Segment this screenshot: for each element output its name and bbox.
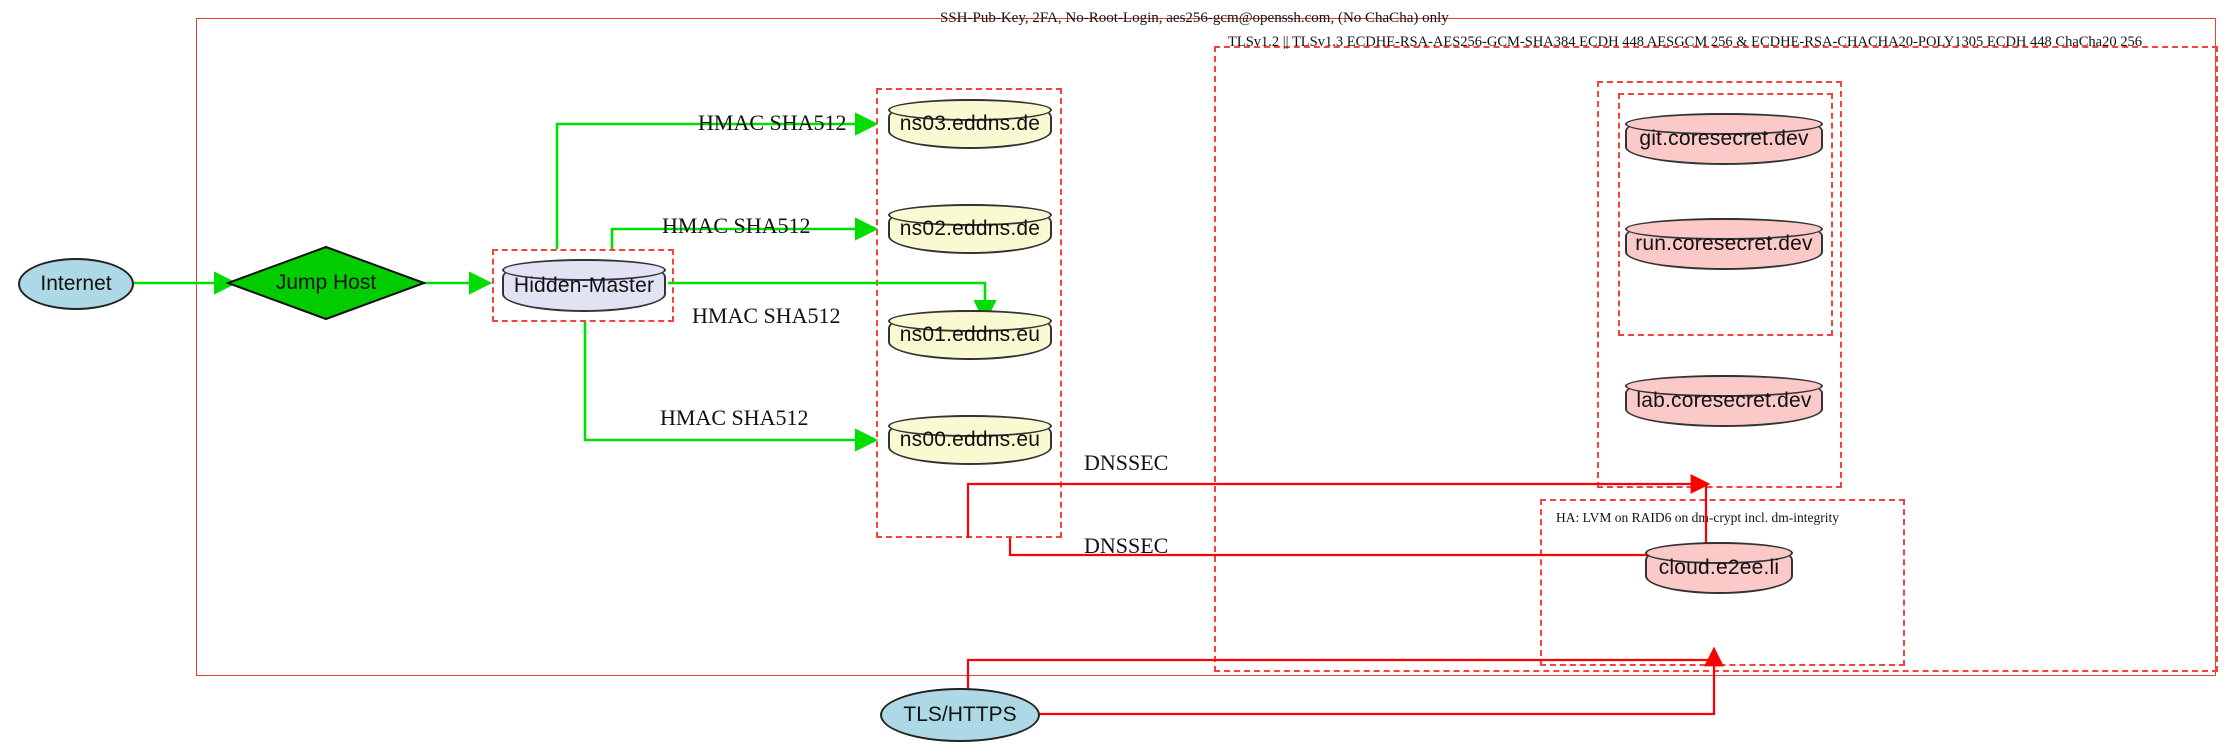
node-cloud-e2ee[interactable]: cloud.e2ee.li <box>1645 542 1793 594</box>
node-run-coresecret-label: run.coresecret.dev <box>1635 232 1813 255</box>
cylinder-top-ellipse <box>1625 375 1823 397</box>
node-ns03-label: ns03.eddns.de <box>899 112 1041 135</box>
node-ns00[interactable]: ns00.eddns.eu <box>888 415 1052 465</box>
edge-label-dnssec-coresecret: DNSSEC <box>1084 450 1169 475</box>
cluster-outer-ssh-zone <box>196 18 2216 676</box>
node-ns02-label: ns02.eddns.de <box>899 217 1041 240</box>
cluster-outer-label: SSH-Pub-Key, 2FA, No-Root-Login, aes256-… <box>940 10 1449 26</box>
node-hidden-master[interactable]: Hidden-Master <box>502 259 666 312</box>
cluster-coresecret-inner-zone <box>1618 93 1833 336</box>
cylinder-top-ellipse <box>888 310 1052 332</box>
node-run-coresecret[interactable]: run.coresecret.dev <box>1625 218 1823 270</box>
cluster-ha-label: HA: LVM on RAID6 on dm-crypt incl. dm-in… <box>1556 510 1839 525</box>
node-git-coresecret[interactable]: git.coresecret.dev <box>1625 113 1823 165</box>
cylinder-top-ellipse <box>888 99 1052 121</box>
cylinder-top-ellipse <box>1625 113 1823 135</box>
node-internet[interactable]: Internet <box>18 258 134 310</box>
cylinder-top-ellipse <box>1625 218 1823 240</box>
cluster-tls-zone <box>1214 46 2218 672</box>
edge-label-hmac-ns01: HMAC SHA512 <box>692 303 841 328</box>
node-git-coresecret-label: git.coresecret.dev <box>1639 127 1809 150</box>
node-ns03[interactable]: ns03.eddns.de <box>888 99 1052 149</box>
cylinder-top-ellipse <box>888 204 1052 226</box>
node-jump-host[interactable]: Jump Host <box>226 245 426 321</box>
node-ns01-label: ns01.eddns.eu <box>899 323 1041 346</box>
node-ns01[interactable]: ns01.eddns.eu <box>888 310 1052 360</box>
cluster-hidden-master-zone <box>492 249 674 322</box>
edge-label-hmac-ns03: HMAC SHA512 <box>698 110 847 135</box>
cylinder-top-ellipse <box>1645 542 1793 564</box>
cluster-coresecret-outer-zone <box>1597 81 1842 488</box>
node-tls-https[interactable]: TLS/HTTPS <box>880 688 1040 742</box>
cylinder-top-ellipse <box>888 415 1052 437</box>
edge-label-hmac-ns02: HMAC SHA512 <box>662 213 811 238</box>
cluster-tls-label: TLSv1.2 || TLSv1.3 ECDHE-RSA-AES256-GCM-… <box>1228 34 2142 50</box>
edge-label-dnssec-ha: DNSSEC <box>1084 533 1169 558</box>
node-internet-label: Internet <box>40 272 112 295</box>
edge-label-hmac-ns00: HMAC SHA512 <box>660 405 809 430</box>
node-lab-coresecret[interactable]: lab.coresecret.dev <box>1625 375 1823 427</box>
node-lab-coresecret-label: lab.coresecret.dev <box>1636 389 1812 412</box>
node-tls-https-label: TLS/HTTPS <box>903 703 1017 726</box>
node-ns02[interactable]: ns02.eddns.de <box>888 204 1052 254</box>
node-jump-host-label: Jump Host <box>275 271 377 294</box>
node-cloud-e2ee-label: cloud.e2ee.li <box>1658 556 1780 579</box>
cylinder-top-ellipse <box>502 259 666 281</box>
node-ns00-label: ns00.eddns.eu <box>899 428 1041 451</box>
node-hidden-master-label: Hidden-Master <box>513 273 655 297</box>
